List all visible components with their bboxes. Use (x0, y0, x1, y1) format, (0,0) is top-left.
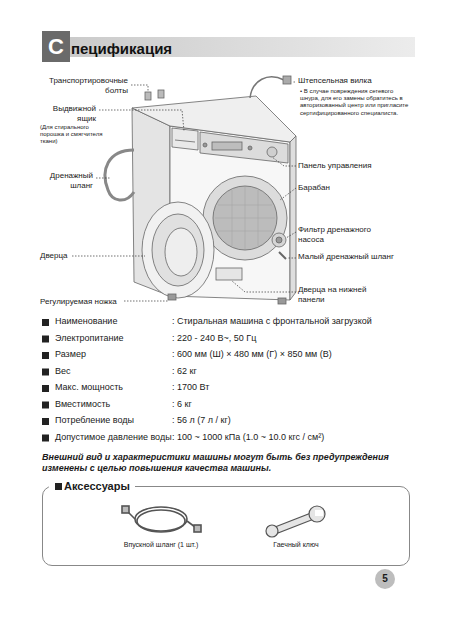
part-label: Малый дренажный шланг (298, 252, 410, 262)
drawing-part (315, 510, 323, 516)
spec-bullets (42, 319, 49, 442)
drawing-part (72, 256, 145, 257)
drawing-part (165, 228, 197, 276)
drawing-part (288, 258, 296, 259)
part-label: Барабан (298, 183, 410, 193)
page-title: Спецификация (42, 37, 415, 57)
part-note: • В случае повреждения сетевого шнура, д… (300, 88, 412, 117)
drawing-part (131, 85, 148, 91)
part-label: Дверца (40, 251, 100, 261)
spec-name: Наименование (55, 316, 170, 327)
drawing-part (172, 128, 198, 150)
drawing-part (283, 76, 291, 84)
part-label: Выдвижной ящик (40, 104, 96, 123)
wrench (266, 506, 325, 537)
drawing-part (99, 110, 184, 131)
drum (203, 176, 287, 260)
drawing-part (279, 252, 286, 259)
spec-name: Размер (55, 349, 170, 360)
drawing-part (267, 147, 277, 157)
drawing-part (42, 402, 49, 409)
drawing-part (152, 214, 204, 286)
part-note: (Для стирального порошка и смягчителя тк… (40, 124, 112, 146)
drawing-part (250, 77, 284, 98)
drawing-part (105, 150, 134, 200)
drawing-part (216, 268, 242, 280)
part-label: Регулируемая ножка (40, 297, 140, 307)
drawing-part (200, 132, 288, 163)
drawing-part (96, 178, 110, 179)
spec-value: : Стиральная машина с фронтальной загруз… (172, 316, 412, 327)
drawing-part (215, 187, 275, 249)
spec-value: : 600 мм (Ш) × 480 мм (Г) × 850 мм (В) (172, 349, 412, 360)
spec-value: : 6 кг (172, 399, 412, 410)
drawing-part (212, 142, 242, 150)
spec-value: : 1700 Вт (172, 382, 412, 393)
drawing-part (194, 525, 201, 532)
accessory-label: Впускной шланг (1 шт.) (101, 541, 221, 548)
spec-name: Допустимое давление воды (55, 432, 170, 443)
leader-lines (72, 82, 296, 301)
spec-name: Макс. мощность (55, 382, 170, 393)
washer-body (132, 96, 296, 300)
drawing-part (309, 506, 325, 522)
spec-name: Электропитание (55, 333, 170, 344)
drawing-part (276, 237, 282, 243)
spec-name: Вместимость (55, 399, 170, 410)
drawing-part (290, 136, 296, 300)
drawing-part (145, 92, 151, 100)
drawing-part (248, 146, 252, 150)
spec-value: : 100 ~ 1000 кПа (1.0 ~ 10.0 кгс / см²) (172, 432, 412, 443)
drawing-part (42, 369, 49, 376)
drawing-part (213, 186, 277, 250)
spec-name: Вес (55, 366, 170, 377)
drawing-part (280, 188, 296, 200)
drawing-part (137, 510, 185, 532)
drawing-part (142, 202, 214, 298)
drawing-part (158, 90, 164, 98)
drawing-part (203, 176, 287, 260)
drawing-part (122, 506, 129, 513)
drawing-part (42, 319, 49, 326)
drawing-part (266, 525, 278, 537)
spec-value: : 220 - 240 В~, 50 Гц (172, 333, 412, 344)
part-label: Дренажный шланг (40, 171, 93, 190)
drawing-part (135, 507, 187, 531)
drawing-part (232, 281, 296, 292)
drawing-part (278, 298, 286, 304)
part-label: Транспортировочные болты (38, 76, 128, 95)
drawing-part (272, 233, 286, 247)
spec-note: Внешний вид и характеристики машины могу… (42, 452, 414, 474)
drawing-part (168, 294, 176, 300)
accessory-illustration (43, 487, 409, 565)
drawing-part (42, 336, 49, 343)
page-number-text: 5 (375, 569, 395, 589)
bullet-square (55, 483, 62, 490)
part-label: Штепсельная вилка (298, 76, 410, 86)
drawing-part (272, 157, 296, 166)
page-number: 5 (375, 569, 395, 589)
part-label: Фильтр дренажного насоса (298, 225, 380, 244)
part-label: Дверца на нижней панели (298, 285, 378, 304)
drawing-part (42, 435, 49, 442)
open-door (142, 202, 214, 298)
accessory-label: Гаечный ключ (236, 541, 356, 548)
spec-value: : 56 л (7 л / кг) (172, 415, 412, 426)
drawing-part (275, 513, 314, 533)
drawing-part (42, 418, 49, 425)
drawing-part (42, 385, 49, 392)
drawing-part (42, 352, 49, 359)
drawing-part (292, 82, 295, 83)
spec-name: Потребление воды (55, 415, 170, 426)
spec-value: : 62 кг (172, 366, 412, 377)
part-label: Панель управления (298, 161, 410, 171)
drawing-part (286, 232, 296, 238)
inlet-hose (122, 506, 201, 532)
accessories-box: АксессуарыВпускной шланг (1 шт.)Гаечный … (42, 486, 410, 566)
drawing-part (175, 140, 195, 142)
drawing-part (203, 143, 207, 147)
drawing-part (124, 301, 168, 302)
